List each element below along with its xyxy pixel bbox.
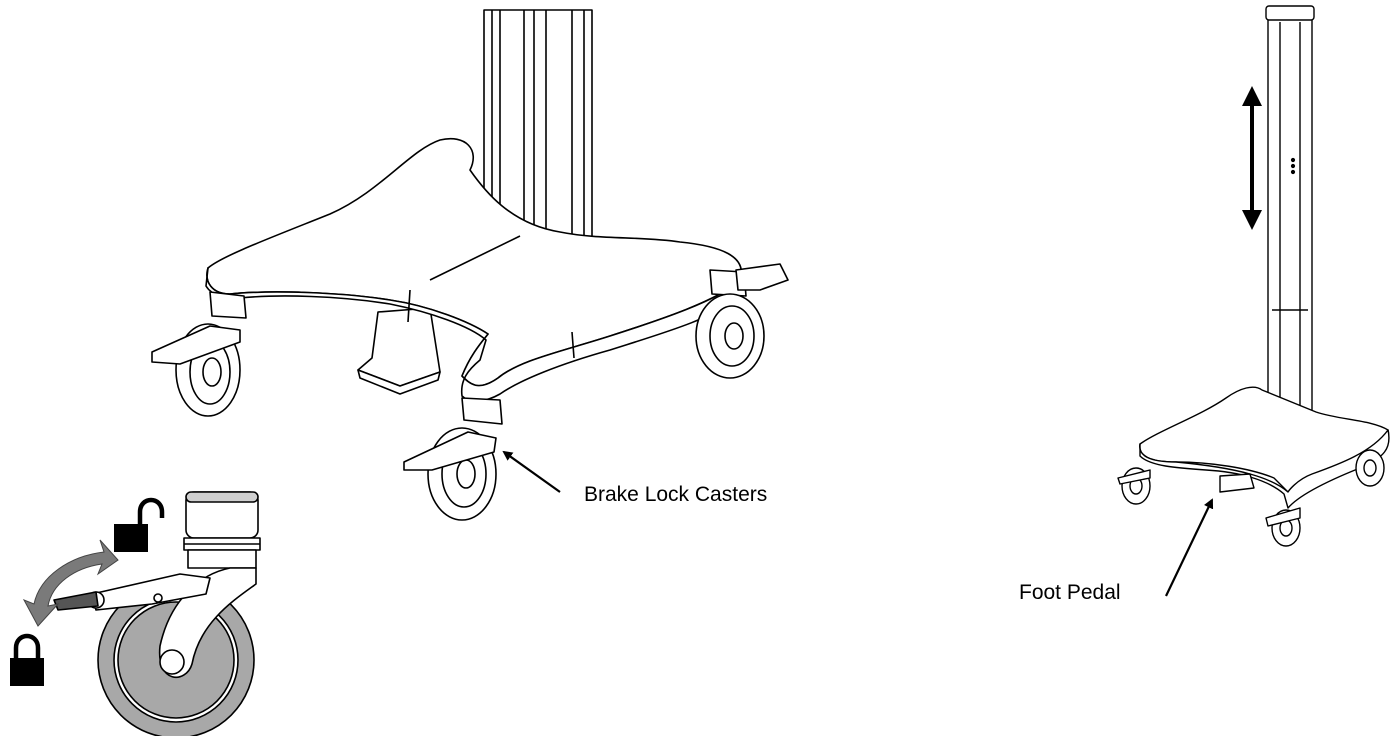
base-top: [206, 137, 743, 387]
height-arrow-icon: [1242, 86, 1262, 230]
caster-front: [403, 397, 503, 521]
caster-right: [695, 263, 789, 379]
cart-base-illustration: [151, 9, 789, 521]
foot-pedal-label: Foot Pedal: [1019, 581, 1121, 604]
cart-full-illustration: [1117, 5, 1390, 547]
pedal-pointer-arrow: [1165, 498, 1214, 597]
brake-pointer-arrow: [502, 450, 561, 493]
lock-icon: [10, 633, 44, 686]
brake-lock-casters-label: Brake Lock Casters: [584, 483, 768, 506]
caster-left: [151, 291, 247, 417]
foot-pedal: [357, 307, 441, 395]
caster-detail-illustration: [53, 491, 261, 736]
rotate-arrow-icon: [22, 539, 119, 627]
unlock-icon: [114, 497, 165, 552]
